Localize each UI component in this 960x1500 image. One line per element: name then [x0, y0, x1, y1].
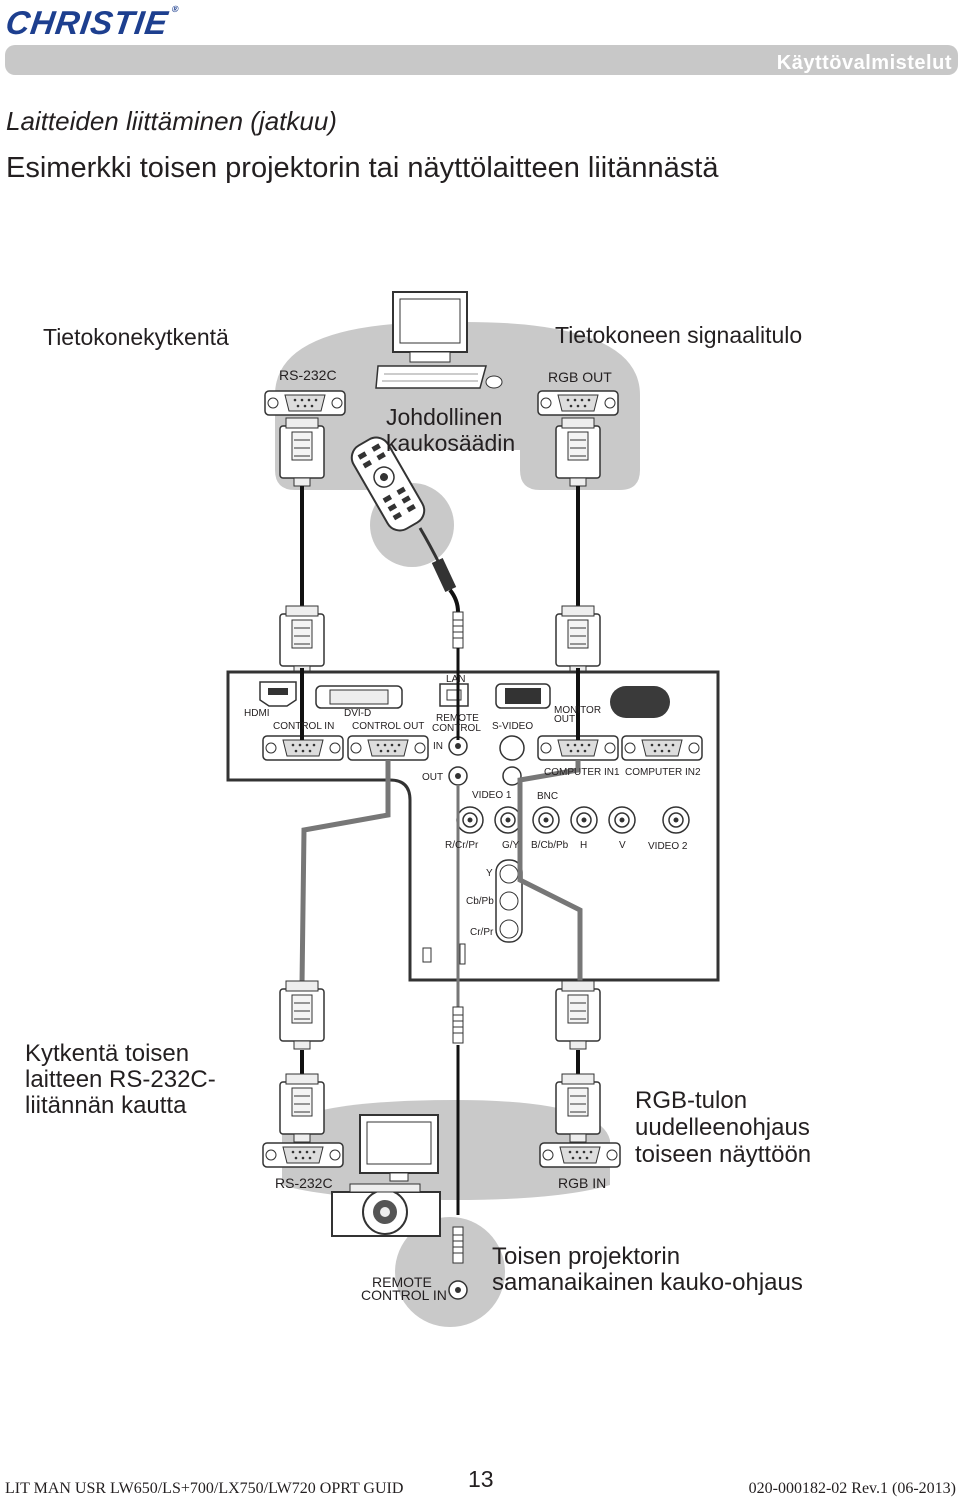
label-second-projector-1: Toisen projektorin — [492, 1243, 681, 1270]
port-cb-pb: Cb/Pb — [466, 896, 494, 907]
port-remote-control-2: CONTROL — [432, 723, 481, 734]
label-rgb-redirect-2: uudelleenohjaus — [635, 1114, 810, 1141]
label-rgb-redirect-3: toiseen näyttöön — [635, 1141, 812, 1168]
port-bnc: BNC — [537, 791, 559, 802]
port-computer-in1: COMPUTER IN1 — [544, 767, 620, 778]
port-g-y: G/Y — [502, 840, 520, 851]
port-video2: VIDEO 2 — [648, 841, 688, 852]
port-in: IN — [433, 741, 443, 752]
port-out: OUT — [422, 772, 444, 783]
port-h: H — [580, 840, 588, 851]
section-title: Laitteiden liittäminen (jatkuu) — [6, 106, 337, 136]
label-second-projector-2: samanaikainen kauko-ohjaus — [492, 1269, 803, 1296]
port-dev-rs232c: RS-232C — [275, 1175, 333, 1191]
label-rgb-redirect-1: RGB-tulon — [635, 1087, 748, 1114]
port-control-in: CONTROL IN — [273, 721, 335, 732]
port-control-out: CONTROL OUT — [352, 721, 425, 732]
label-rs232-other-1: Kytkentä toisen — [25, 1040, 190, 1067]
port-monitor-out-2: OUT — [554, 714, 576, 725]
port-pc-rgb-out: RGB OUT — [548, 369, 612, 385]
port-r-cr-pr: R/Cr/Pr — [445, 840, 479, 851]
footer-revision: 020-000182-02 Rev.1 (06-2013) — [748, 1480, 956, 1497]
header-section-name: Käyttövalmistelut — [776, 52, 952, 74]
port-hdmi: HDMI — [244, 708, 270, 719]
port-monitor-out-1: MONITOR — [554, 705, 602, 716]
port-dvi-d: DVI-D — [344, 708, 372, 719]
footer-doc-code: LIT MAN USR LW650/LS+700/LX750/LW720 OPR… — [5, 1480, 404, 1497]
header-bar — [5, 45, 958, 75]
port-remote-control-in-2: CONTROL IN — [361, 1287, 447, 1303]
port-pc-rs232c: RS-232C — [279, 367, 337, 383]
page-title: Esimerkki toisen projektorin tai näyttöl… — [6, 152, 719, 184]
port-computer-in2: COMPUTER IN2 — [625, 767, 701, 778]
label-wired-remote-2: kaukosäädin — [386, 430, 516, 456]
port-v: V — [619, 840, 626, 851]
port-y: Y — [486, 868, 493, 879]
label-wired-remote-1: Johdollinen — [386, 404, 503, 430]
label-rs232-other-2: laitteen RS-232C- — [25, 1066, 216, 1093]
port-cr-pr: Cr/Pr — [470, 927, 494, 938]
port-s-video: S-VIDEO — [492, 721, 534, 732]
footer-page-number: 13 — [468, 1466, 494, 1492]
port-video1: VIDEO 1 — [472, 790, 512, 801]
port-remote-control-in-1: REMOTE — [372, 1274, 432, 1290]
port-lan: LAN — [446, 674, 466, 685]
port-dev-rgb-in: RGB IN — [558, 1175, 607, 1191]
port-remote-control-1: REMOTE — [436, 713, 479, 724]
port-b-cb-pb: B/Cb/Pb — [531, 840, 569, 851]
label-rs232-other-3: liitännän kautta — [25, 1092, 187, 1119]
label-computer-signal-input: Tietokoneen signaalitulo — [555, 322, 803, 348]
label-computer-connection: Tietokonekytkentä — [43, 324, 229, 350]
